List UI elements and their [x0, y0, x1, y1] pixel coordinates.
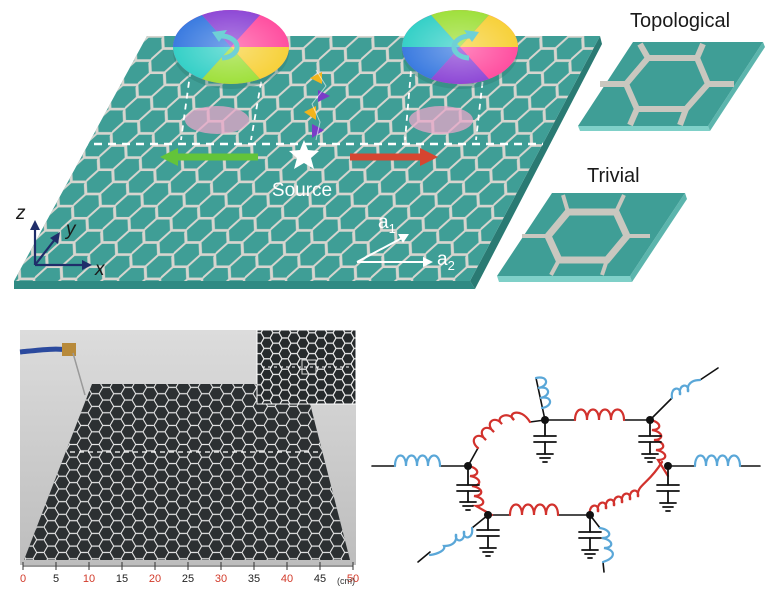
chirality-disk-right — [402, 10, 518, 89]
arrow-right-propagation — [350, 148, 438, 166]
slab-side-right — [470, 36, 602, 289]
ruler-tick-label: 30 — [215, 573, 227, 585]
probe-connector — [62, 343, 76, 356]
a1-label: a1 — [378, 212, 396, 236]
sample-photo — [19, 329, 357, 565]
ruler-tick-label: 10 — [83, 573, 95, 585]
probe-wire — [72, 352, 86, 396]
axis-x-label: x — [94, 259, 106, 280]
axis-z-label: z — [15, 203, 26, 224]
ruler-tick-label: 50 — [347, 573, 359, 585]
ruler-tick-label: 5 — [53, 573, 59, 585]
highlight-cell-right — [409, 106, 473, 134]
ruler-tick-label: 20 — [149, 573, 161, 585]
ruler-tick-label: 25 — [182, 573, 194, 585]
circuit-diagram — [371, 367, 761, 573]
probe-cable — [19, 346, 69, 355]
ruler-tick-label: 45 — [314, 573, 326, 585]
inductors-red — [466, 408, 670, 517]
source-label: Source — [272, 180, 332, 201]
ruler: 0 5 10 15 20 25 30 35 40 45 50 (cm) — [20, 562, 359, 586]
highlight-cell-left — [185, 106, 249, 134]
circuit-wires — [371, 367, 761, 573]
ruler-tick-label: 40 — [281, 573, 293, 585]
topological-label: Topological — [630, 10, 730, 32]
circuit-nodes — [464, 416, 672, 519]
topological-unit-cell: Topological — [578, 10, 765, 131]
chirality-disk-left — [173, 10, 289, 89]
slab-side — [14, 281, 475, 289]
coordinate-axes — [30, 220, 92, 270]
polarization-wave — [304, 69, 330, 141]
lattice-vectors — [356, 234, 433, 267]
ruler-unit: (cm) — [337, 576, 355, 586]
axis-y-label: y — [64, 219, 77, 240]
trivial-label: Trivial — [587, 165, 640, 187]
source-star-icon — [289, 140, 319, 169]
capacitors — [456, 419, 680, 559]
ruler-tick-label: 0 — [20, 573, 26, 585]
arrow-left-propagation — [160, 148, 258, 166]
ruler-tick-label: 15 — [116, 573, 128, 585]
inductors-blue — [393, 376, 742, 564]
ruler-tick-label: 35 — [248, 573, 260, 585]
trivial-unit-cell: Trivial — [497, 165, 687, 282]
a2-label: a2 — [437, 249, 455, 273]
